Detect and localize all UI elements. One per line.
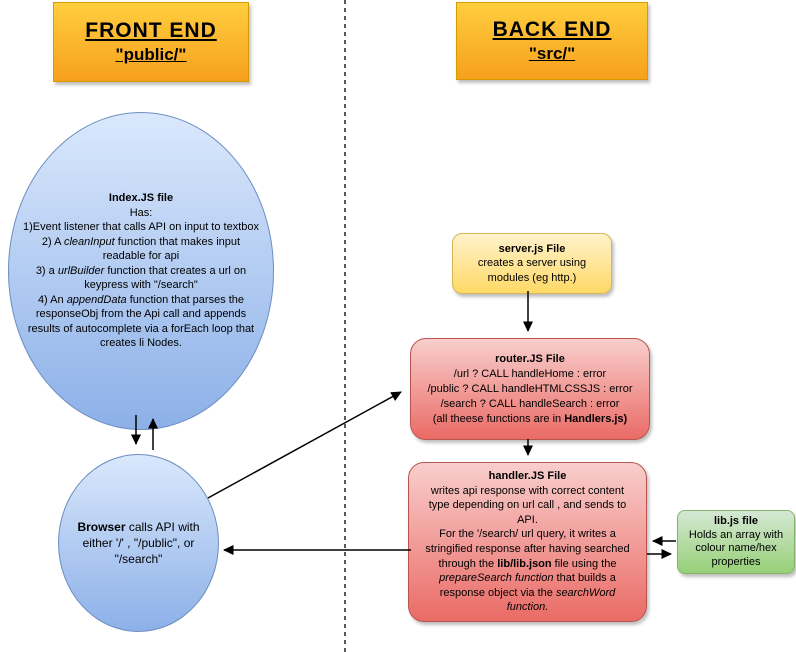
arrow-browser-to-router [207,391,402,499]
back-end-title: BACK END [492,18,612,41]
back-end-subtitle: "src/" [528,44,576,63]
router-js-text: router.JS File/url ? CALL handleHome : e… [427,352,633,425]
front-end-title: FRONT END [85,19,217,42]
back-end-header: BACK END "src/" [456,2,648,80]
router-js-node: router.JS File/url ? CALL handleHome : e… [410,338,650,440]
front-end-header: FRONT END "public/" [53,2,249,82]
front-end-subtitle: "public/" [115,45,187,64]
